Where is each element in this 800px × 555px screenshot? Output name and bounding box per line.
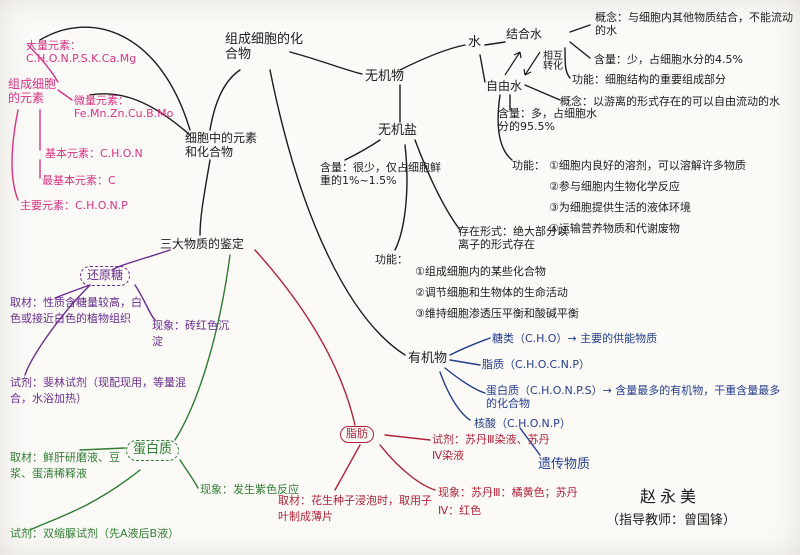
protein-node: 蛋白质（C.H.O.N.P.S）→ 含量最多的有机物，干重含量最多的化合物 [486,384,781,410]
lipid-node: 脂质（C.H.O.C.N.P） [482,358,590,371]
reducing-sugar-title: 还原糖 [80,266,131,286]
reducing-sugar-material: 取材：性质含糖量较高，白色或接近白色的植物组织 [10,296,142,325]
line-free-to-function [497,94,513,161]
line-sugar-to-material [54,284,91,299]
line-water-to-free [479,54,486,83]
bound-water-content: 含量：少，占细胞水分的4.5% [594,53,743,66]
line-fat-to-phenomenon [379,444,436,491]
line-compounds-to-inorganic [289,51,363,75]
free-water-node: 自由水 [486,79,523,93]
organic-node: 有机物 [408,351,448,366]
bound-water-node: 结合水 [506,27,543,41]
author-teacher: （指导教师：曾国锋） [606,513,737,528]
protein-test-reagent: 试剂：双缩脲试剂（先A液后B液） [10,527,180,540]
line-elements-to-main [11,109,19,201]
line-elements-to-large [27,44,59,83]
line-center-to-compounds [209,69,241,131]
line-fat-to-material [334,444,361,491]
line-identification-to-fat [254,249,356,426]
line-center-to-elements [89,93,191,136]
line-salt-to-function [394,144,408,251]
salt-function-label: 功能： [375,253,408,266]
line-nucleic-to-genetic [519,427,541,456]
trace-elements: 微量元素：Fe.Mn.Zn.Cu.B.Mo [74,94,174,120]
sugar-node: 糖类（C.H.O）→ 主要的供能物质 [492,332,658,345]
line-free-concept [524,84,561,101]
line-large-arc [39,26,191,131]
line-protein-to-material [79,447,126,451]
free-water-function-4: ④运输营养物质和代谢废物 [549,222,680,235]
salt-function-2: ②调节细胞和生物体的生命活动 [415,286,568,299]
fat-test-reagent: 试剂：苏丹Ⅲ染液、苏丹Ⅳ染液 [432,433,550,462]
salt-function-3: ③维持细胞渗透压平衡和酸碱平衡 [415,307,579,320]
fat-test-material: 取材：花生种子浸泡时，取用子叶制成薄片 [278,494,432,523]
fat-test-title: 脂肪 [340,426,374,443]
fat-test-phenomenon: 现象：苏丹Ⅲ：橘黄色；苏丹Ⅳ：红色 [438,486,578,517]
line-bound-concept [569,24,591,33]
convert-arrow-down [523,51,541,76]
free-water-function-1: ①细胞内良好的溶剂，可以溶解许多物质 [549,159,746,172]
salt-function-1: ①组成细胞内的某些化合物 [415,265,546,278]
line-center-to-identification [199,159,211,236]
compounds-node: 组成细胞的化合物 [225,32,304,62]
line-bound-content [569,41,591,59]
elements-title: 组成细胞的元素 [8,77,57,105]
elements-compounds-node: 细胞中的元素和化合物 [185,131,258,159]
line-identification-to-sugar [111,249,171,271]
convert-label: 相互转化 [543,51,563,72]
inorganic-node: 无机物 [365,69,405,84]
line-fat-to-reagent [384,434,431,441]
main-elements: 主要元素：C.H.O.N.P [20,199,128,212]
free-water-concept: 概念：以游离的形式存在的可以自由流动的水 [560,95,780,108]
free-water-content: 含量：多，占细胞水分的95.5% [498,107,597,133]
water-node: 水 [468,35,482,50]
line-protein-to-reagent [29,469,141,531]
protein-test-title: 蛋白质 [126,440,180,461]
basic-elements: 基本元素：C.H.O.N [45,147,143,160]
salt-node: 无机盐 [378,123,418,138]
line-identification-to-protein [174,254,231,441]
line-salt-to-form [414,139,461,231]
genetic-material: 遗传物质 [538,457,591,472]
line-inorganic-to-water [399,44,466,71]
line-sugar-to-reagent [24,284,91,376]
protein-test-material: 取材：鲜肝研磨液、豆浆、蛋清稀释液 [10,451,120,480]
author-name: 赵永美 [640,487,701,506]
line-salt-to-content [344,139,381,161]
line-bound-function [564,47,571,79]
identification-node: 三大物质的鉴定 [160,237,245,251]
free-water-function-3: ③为细胞提供生活的液体环境 [549,201,691,214]
line-protein-to-phenomenon [179,459,199,489]
line-organic-to-sugar [449,337,491,356]
line-organic-to-lipid [449,359,481,366]
protein-test-phenomenon: 现象：发生紫色反应 [200,483,299,496]
bound-water-concept: 概念：与细胞内其他物质结合，不能流动的水 [595,11,793,37]
nucleic-node: 核酸（C.H.O.N.P） [474,417,571,430]
line-water-to-bound [484,41,506,46]
large-elements: 大量元素：C.H.O.N.P.S.K.Ca.Mg [26,39,137,65]
line-sugar-to-phenomenon [134,284,156,321]
convert-arrow-up [504,51,522,76]
line-compounds-to-organic [269,69,406,356]
salt-content: 含量：很少，仅占细胞鲜重的1%~1.5% [320,161,441,187]
bound-water-function: 功能：细胞结构的重要组成部分 [572,73,726,86]
line-organic-to-protein [444,367,486,394]
salt-form: 存在形式：绝大部分以离子的形式存在 [458,225,568,251]
free-water-function-label: 功能： [512,159,545,172]
line-organic-to-nucleic [439,371,471,421]
free-water-function-2: ②参与细胞内生物化学反应 [549,180,680,193]
most-basic-elements: 最基本元素：C [42,174,116,187]
reducing-sugar-phenomenon: 现象：砖红色沉淀 [152,319,229,348]
reducing-sugar-reagent: 试剂：斐林试剂（现配现用，等量混合，水浴加热） [10,376,186,405]
line-elements-to-trace [57,89,73,101]
